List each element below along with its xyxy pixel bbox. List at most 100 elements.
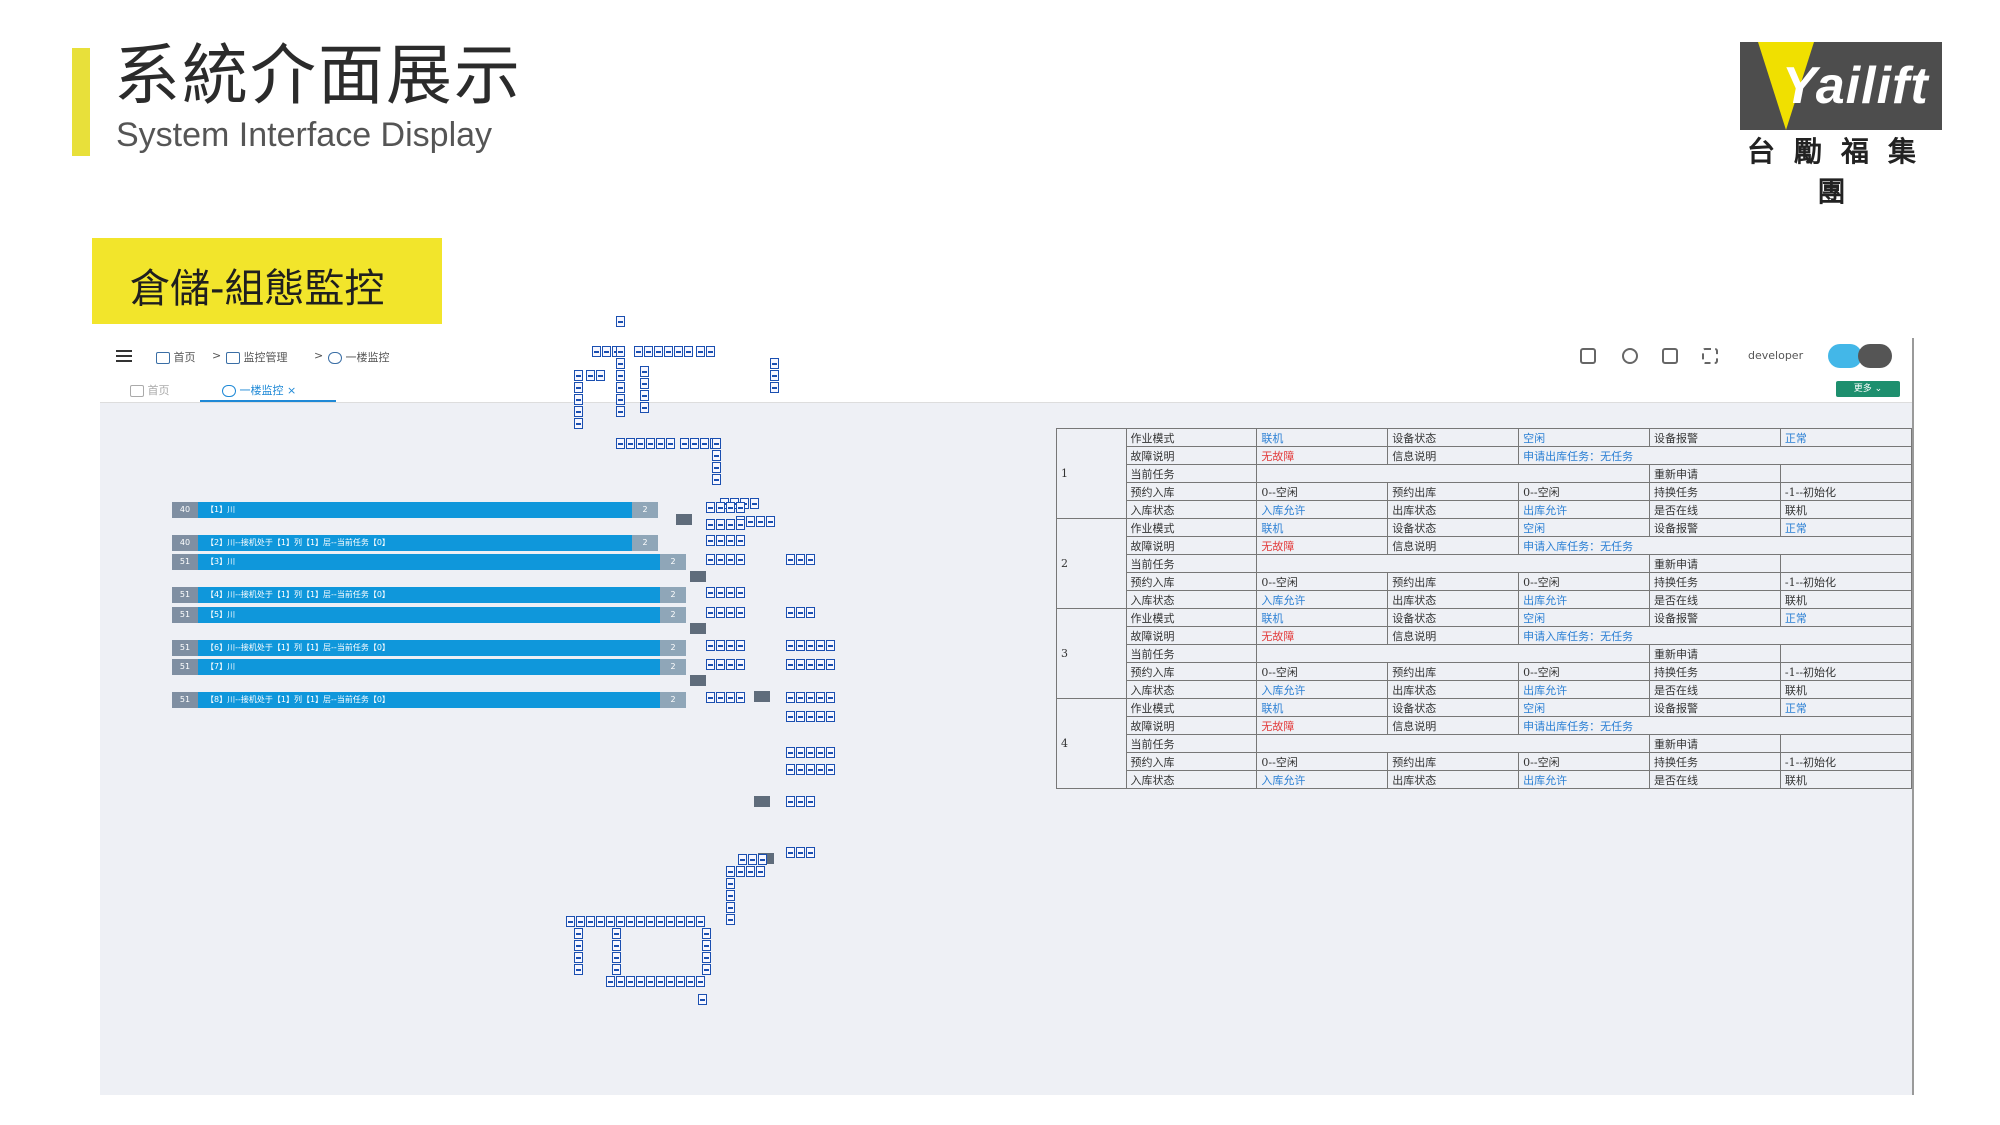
- shelf-cell[interactable]: [738, 854, 747, 865]
- shelf-cell[interactable]: [574, 394, 583, 405]
- shelf-cell[interactable]: [806, 554, 815, 565]
- shelf-cell[interactable]: [636, 976, 645, 987]
- shelf-cell[interactable]: [684, 346, 693, 357]
- conveyor-bar[interactable]: 51【8】川--接机处于【1】列【1】层--当前任务【0】2: [172, 692, 686, 708]
- shelf-cell[interactable]: [696, 916, 705, 927]
- shelf-cell[interactable]: [664, 346, 673, 357]
- shelf-cell[interactable]: [726, 692, 735, 703]
- shelf-cell[interactable]: [616, 316, 625, 327]
- shelf-cell[interactable]: [646, 438, 655, 449]
- shelf-cell[interactable]: [686, 916, 695, 927]
- shelf-cell[interactable]: [636, 916, 645, 927]
- shelf-cell[interactable]: [716, 535, 725, 546]
- shelf-cell[interactable]: [826, 747, 835, 758]
- shelf-cell[interactable]: [676, 976, 685, 987]
- shelf-cell[interactable]: [786, 847, 795, 858]
- shelf-cell[interactable]: [806, 692, 815, 703]
- breadcrumb-home[interactable]: 首页: [156, 349, 196, 365]
- shelf-cell[interactable]: [700, 438, 709, 449]
- shelf-cell[interactable]: [646, 916, 655, 927]
- shelf-cell[interactable]: [596, 370, 605, 381]
- avatar[interactable]: [1828, 344, 1862, 368]
- shelf-cell[interactable]: [770, 382, 779, 393]
- shelf-cell[interactable]: [712, 438, 721, 449]
- lift-block[interactable]: [690, 571, 706, 582]
- shelf-cell[interactable]: [796, 847, 805, 858]
- shelf-cell[interactable]: [656, 916, 665, 927]
- shelf-cell[interactable]: [726, 519, 735, 530]
- shelf-cell[interactable]: [716, 659, 725, 670]
- shelf-cell[interactable]: [806, 747, 815, 758]
- shelf-cell[interactable]: [612, 928, 621, 939]
- shelf-cell[interactable]: [640, 378, 649, 389]
- shelf-cell[interactable]: [736, 535, 745, 546]
- shelf-cell[interactable]: [646, 976, 655, 987]
- shelf-cell[interactable]: [786, 711, 795, 722]
- shelf-cell[interactable]: [816, 711, 825, 722]
- shelf-cell[interactable]: [786, 554, 795, 565]
- shelf-cell[interactable]: [786, 659, 795, 670]
- shelf-cell[interactable]: [758, 854, 767, 865]
- translate-icon[interactable]: [1580, 348, 1596, 364]
- shelf-cell[interactable]: [746, 516, 755, 527]
- shelf-cell[interactable]: [706, 692, 715, 703]
- shelf-cell[interactable]: [696, 976, 705, 987]
- tab-floor1-monitor[interactable]: 一楼监控 ×: [222, 382, 296, 398]
- shelf-cell[interactable]: [786, 692, 795, 703]
- shelf-cell[interactable]: [806, 796, 815, 807]
- shelf-cell[interactable]: [616, 370, 625, 381]
- lift-block[interactable]: [754, 796, 770, 807]
- shelf-cell[interactable]: [654, 346, 663, 357]
- shelf-cell[interactable]: [616, 346, 625, 357]
- more-button[interactable]: 更多 ⌄: [1836, 381, 1900, 397]
- shelf-cell[interactable]: [574, 964, 583, 975]
- shelf-cell[interactable]: [796, 764, 805, 775]
- shelf-cell[interactable]: [806, 659, 815, 670]
- breadcrumb-monitor[interactable]: 监控管理: [226, 349, 288, 365]
- shelf-cell[interactable]: [712, 474, 721, 485]
- shelf-cell[interactable]: [706, 587, 715, 598]
- shelf-cell[interactable]: [574, 952, 583, 963]
- shelf-cell[interactable]: [726, 607, 735, 618]
- shelf-cell[interactable]: [626, 438, 635, 449]
- shelf-cell[interactable]: [826, 640, 835, 651]
- shelf-cell[interactable]: [750, 498, 759, 509]
- fullscreen-icon[interactable]: [1702, 348, 1718, 364]
- shelf-cell[interactable]: [640, 366, 649, 377]
- shelf-cell[interactable]: [626, 976, 635, 987]
- shelf-cell[interactable]: [726, 914, 735, 925]
- shelf-cell[interactable]: [736, 519, 745, 530]
- settings-avatar-icon[interactable]: [1858, 344, 1892, 368]
- shelf-cell[interactable]: [748, 854, 757, 865]
- shelf-cell[interactable]: [770, 358, 779, 369]
- shelf-cell[interactable]: [726, 640, 735, 651]
- shelf-cell[interactable]: [616, 406, 625, 417]
- search-icon[interactable]: [1622, 348, 1638, 364]
- shelf-cell[interactable]: [676, 916, 685, 927]
- shelf-cell[interactable]: [702, 952, 711, 963]
- skin-icon[interactable]: [1662, 348, 1678, 364]
- shelf-cell[interactable]: [606, 976, 615, 987]
- shelf-cell[interactable]: [816, 764, 825, 775]
- lift-block[interactable]: [754, 691, 770, 702]
- hamburger-menu-icon[interactable]: [116, 350, 132, 362]
- shelf-cell[interactable]: [626, 916, 635, 927]
- shelf-cell[interactable]: [816, 692, 825, 703]
- shelf-cell[interactable]: [806, 764, 815, 775]
- shelf-cell[interactable]: [612, 940, 621, 951]
- shelf-cell[interactable]: [602, 346, 611, 357]
- shelf-cell[interactable]: [786, 747, 795, 758]
- shelf-cell[interactable]: [566, 916, 575, 927]
- shelf-cell[interactable]: [612, 952, 621, 963]
- shelf-cell[interactable]: [726, 535, 735, 546]
- shelf-cell[interactable]: [666, 438, 675, 449]
- shelf-cell[interactable]: [786, 796, 795, 807]
- lift-block[interactable]: [690, 675, 706, 686]
- shelf-cell[interactable]: [706, 659, 715, 670]
- shelf-cell[interactable]: [796, 640, 805, 651]
- shelf-cell[interactable]: [816, 747, 825, 758]
